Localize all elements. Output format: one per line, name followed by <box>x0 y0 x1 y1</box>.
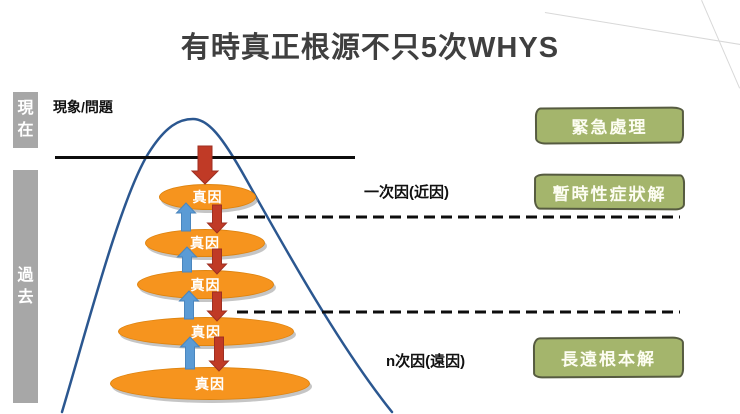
cause-label: 真因 <box>190 235 220 251</box>
solution-box: 緊急處理 <box>534 106 685 145</box>
timeline-now-bar: 現在 <box>13 92 38 148</box>
red-down-arrow <box>190 145 220 185</box>
cause-label: 真因 <box>190 276 221 293</box>
page-title: 有時真正根源不只5次WHYS <box>180 32 560 64</box>
solution-label: 緊急處理 <box>571 117 648 138</box>
first-cause-label: 一次因(近因) <box>364 184 449 201</box>
cause-ellipse: 真因 <box>159 184 256 210</box>
timeline-past-bar: 過去 <box>13 170 38 403</box>
solution-label: 長遠根本解 <box>560 349 657 370</box>
solution-box: 暫時性症狀解 <box>533 173 686 211</box>
timeline-now-label: 現在 <box>17 100 34 139</box>
solution-label: 暫時性症狀解 <box>552 184 667 204</box>
solution-box: 長遠根本解 <box>532 336 685 379</box>
cause-ellipse: 真因 <box>137 270 274 299</box>
nth-cause-label: n次因(遠因) <box>386 353 466 370</box>
timeline-past-label: 過去 <box>17 266 34 306</box>
cause-ellipse: 真因 <box>118 317 294 346</box>
cause-label: 真因 <box>195 375 225 392</box>
cause-ellipse: 真因 <box>145 229 265 257</box>
cause-label: 真因 <box>191 323 221 340</box>
cause-ellipse: 真因 <box>110 367 310 400</box>
problem-label: 現象/問題 <box>53 99 113 115</box>
cause-label: 真因 <box>192 189 223 205</box>
